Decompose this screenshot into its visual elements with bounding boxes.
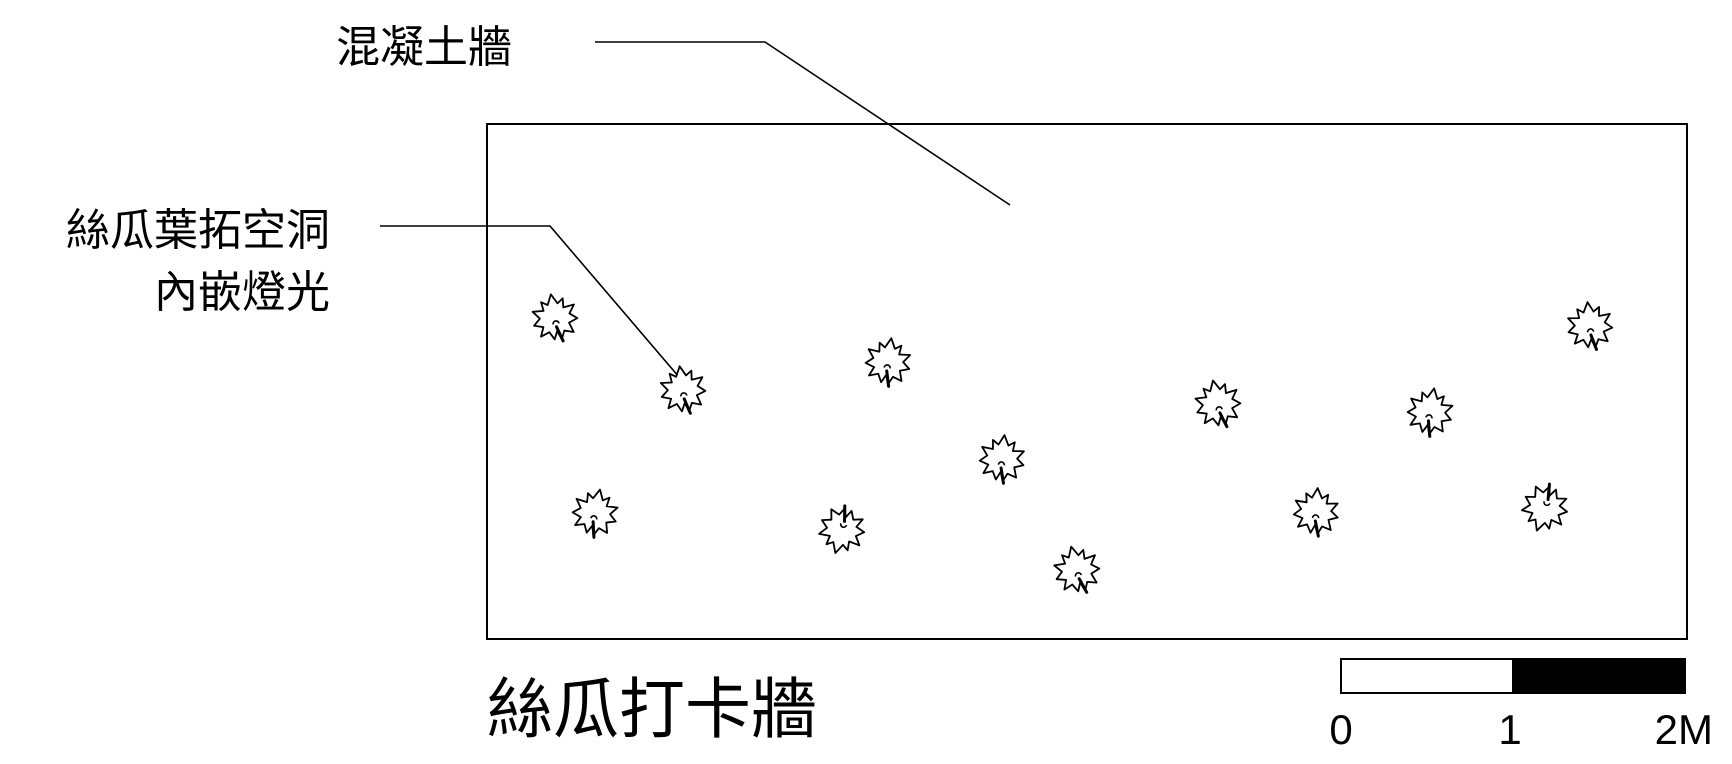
- scale-bar: 0 1 2M: [1329, 658, 1713, 753]
- leaf-label-line1: 絲瓜葉拓空洞: [66, 205, 330, 256]
- leaf-label-line2: 內嵌燈光: [154, 267, 330, 318]
- scale-tick-0: 0: [1329, 706, 1352, 753]
- scale-bar-segment-black: [1512, 658, 1686, 694]
- wall-leader-line: [595, 41, 1011, 206]
- leaf-leader-line: [380, 225, 686, 385]
- wall-label: 混凝土牆: [336, 22, 512, 73]
- scale-tick-1: 1: [1498, 706, 1521, 753]
- scale-tick-2m: 2M: [1655, 706, 1713, 753]
- drawing-title: 絲瓜打卡牆: [487, 671, 817, 748]
- scale-bar-segment-white: [1340, 658, 1514, 694]
